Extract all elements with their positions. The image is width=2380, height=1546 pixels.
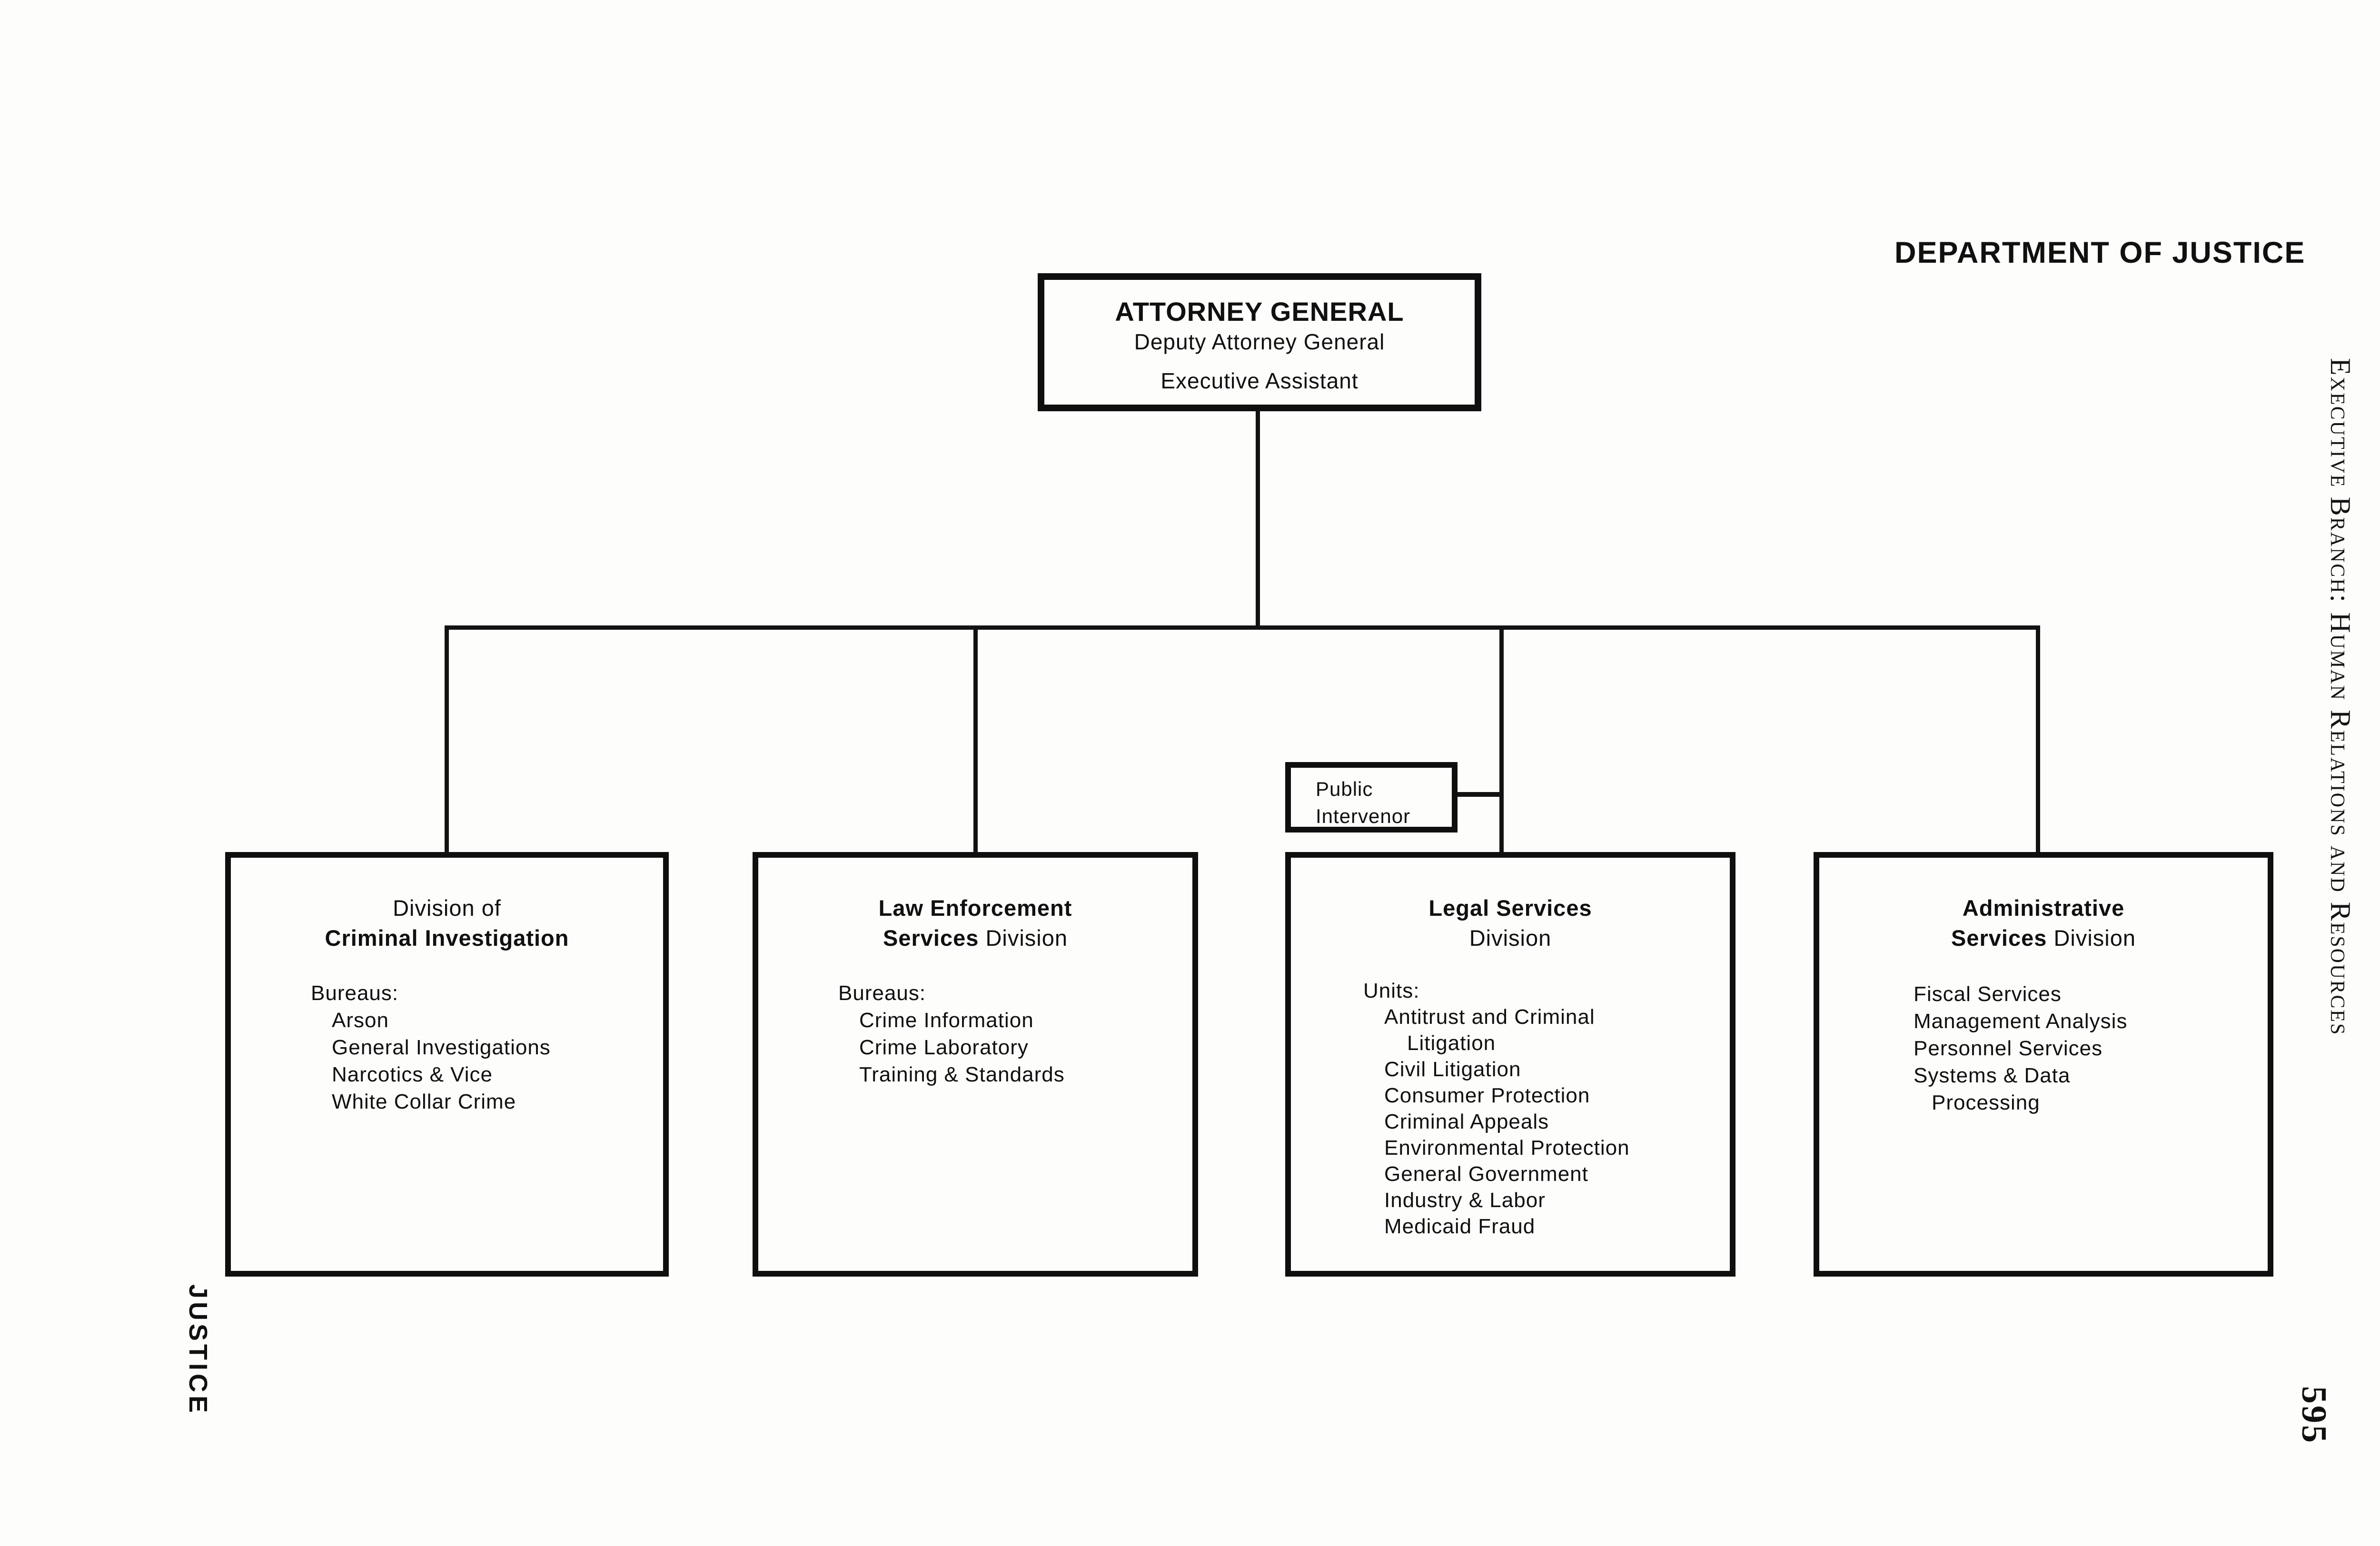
list-item: Fiscal Services bbox=[1914, 982, 2062, 1006]
services-list: Fiscal Services Management Analysis Pers… bbox=[1819, 981, 2268, 1116]
division-box-law-enforcement-services: Law Enforcement Services Division Bureau… bbox=[753, 852, 1198, 1277]
division-title-line1: Law Enforcement bbox=[878, 895, 1072, 921]
division-title-line1: Administrative bbox=[1962, 895, 2125, 921]
list-item: General Government bbox=[1384, 1162, 1588, 1186]
executive-assistant-label: Executive Assistant bbox=[1160, 368, 1359, 393]
list-item-continuation: Litigation bbox=[1407, 1031, 1496, 1055]
division-title-line2: Services Division bbox=[1819, 923, 2268, 953]
list-item: Personnel Services bbox=[1914, 1037, 2103, 1060]
bureaus-list: Bureaus: Arson General Investigations Na… bbox=[231, 980, 663, 1115]
connector-drop-administrative-services bbox=[2036, 625, 2040, 855]
connector-drop-legal-services bbox=[1499, 625, 1504, 855]
division-title-line2-regular: Division bbox=[2047, 925, 2136, 951]
list-item: General Investigations bbox=[332, 1036, 551, 1059]
public-intervenor-box: Public Intervenor bbox=[1285, 762, 1458, 832]
units-list: Units: Antitrust and Criminal Litigation… bbox=[1291, 978, 1730, 1239]
division-box-criminal-investigation: Division of Criminal Investigation Burea… bbox=[225, 852, 669, 1277]
connector-horizontal-rail bbox=[445, 625, 2040, 630]
list-item: Crime Information bbox=[859, 1009, 1034, 1032]
list-item: White Collar Crime bbox=[332, 1090, 516, 1113]
deputy-attorney-general-label: Deputy Attorney General bbox=[1134, 329, 1385, 354]
list-label: Bureaus: bbox=[311, 981, 399, 1005]
bottom-left-caption-justice: JUSTICE bbox=[184, 1284, 212, 1417]
list-item: Antitrust and Criminal bbox=[1384, 1005, 1595, 1029]
list-item: Arson bbox=[332, 1009, 389, 1032]
list-item: Criminal Appeals bbox=[1384, 1110, 1549, 1133]
division-title-line2: Services Division bbox=[758, 923, 1192, 953]
list-label: Bureaus: bbox=[838, 981, 926, 1005]
list-item: Civil Litigation bbox=[1384, 1058, 1521, 1081]
list-item: Industry & Labor bbox=[1384, 1189, 1546, 1212]
division-box-administrative-services: Administrative Services Division Fiscal … bbox=[1814, 852, 2273, 1277]
page-header-title: DEPARTMENT OF JUSTICE bbox=[1894, 236, 2306, 269]
division-title-line2-regular: Division bbox=[979, 925, 1068, 951]
attorney-general-box: ATTORNEY GENERAL Deputy Attorney General… bbox=[1038, 273, 1481, 411]
attorney-general-title: ATTORNEY GENERAL bbox=[1115, 297, 1404, 327]
list-item: Management Analysis bbox=[1914, 1010, 2128, 1033]
public-intervenor-label-line2: Intervenor bbox=[1316, 805, 1411, 827]
list-item: Training & Standards bbox=[859, 1063, 1065, 1086]
division-title-line1: Division of bbox=[393, 895, 501, 921]
division-title-line2: Criminal Investigation bbox=[325, 925, 569, 951]
list-item-continuation: Processing bbox=[1932, 1091, 2040, 1114]
division-title-line2-bold: Services bbox=[883, 925, 979, 951]
division-title-line2-bold: Services bbox=[1951, 925, 2047, 951]
list-item: Narcotics & Vice bbox=[332, 1063, 493, 1086]
page-number: 595 bbox=[2294, 1386, 2333, 1445]
bureaus-list: Bureaus: Crime Information Crime Laborat… bbox=[758, 980, 1192, 1088]
list-item: Systems & Data bbox=[1914, 1064, 2071, 1087]
connector-drop-criminal-investigation bbox=[445, 625, 449, 855]
connector-stub-public-intervenor bbox=[1455, 792, 1502, 797]
connector-drop-law-enforcement bbox=[973, 625, 978, 855]
connector-root-stem bbox=[1256, 410, 1260, 628]
list-item: Environmental Protection bbox=[1384, 1136, 1630, 1160]
side-caption-executive-branch: Executive Branch: Human Relations and Re… bbox=[2325, 358, 2356, 1036]
list-item: Crime Laboratory bbox=[859, 1036, 1029, 1059]
division-title-line2: Division bbox=[1469, 925, 1552, 951]
list-label: Units: bbox=[1363, 979, 1420, 1002]
public-intervenor-label-line1: Public bbox=[1316, 778, 1373, 800]
division-box-legal-services: Legal Services Division Units: Antitrust… bbox=[1285, 852, 1735, 1277]
list-item: Medicaid Fraud bbox=[1384, 1215, 1536, 1238]
list-item: Consumer Protection bbox=[1384, 1084, 1590, 1107]
division-title-line1: Legal Services bbox=[1428, 895, 1592, 921]
